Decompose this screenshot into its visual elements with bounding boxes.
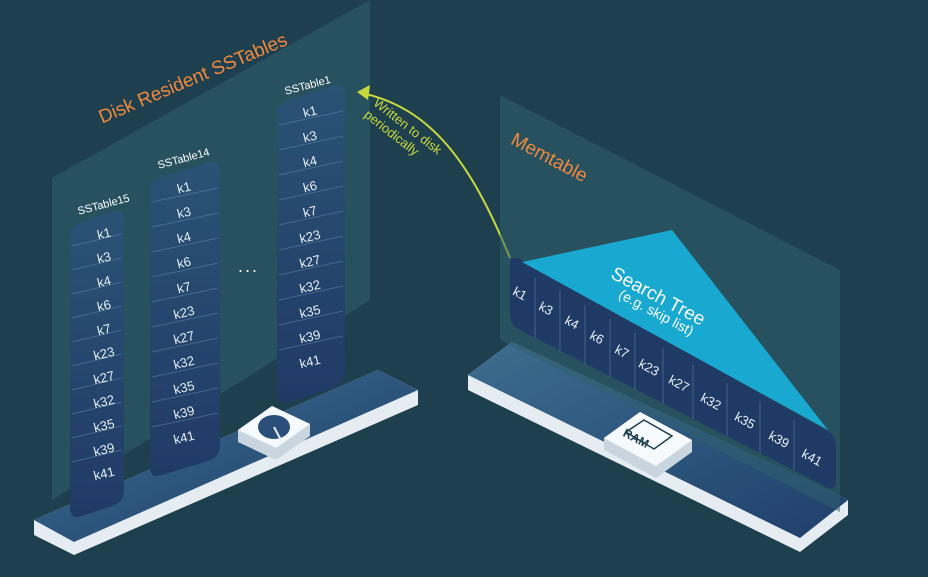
memtable-key-dividers: [534, 278, 795, 470]
ram-chip-icon: [604, 412, 692, 478]
search-tree-shape: [522, 230, 828, 430]
sstable-row-lines: [71, 110, 344, 463]
memtable-key-strip: [510, 257, 836, 489]
more-sstables-ellipsis: ...: [238, 256, 260, 276]
flush-arrow: [357, 85, 511, 259]
disk-base: [34, 370, 418, 555]
sstable15-column: [70, 211, 124, 517]
sstable14-column: [150, 162, 220, 476]
hard-disk-icon: [238, 406, 310, 460]
